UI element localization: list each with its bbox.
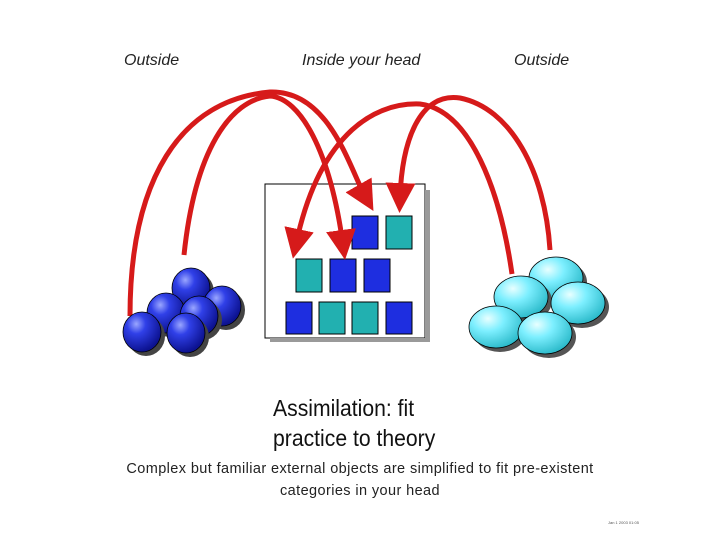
category-square: [351, 301, 379, 335]
caption-line-2: categories in your head: [280, 483, 440, 499]
outside-right-label: Outside: [514, 52, 570, 69]
caption: Complex but familiar external objects ar…: [120, 458, 600, 502]
arrow-right-inner: [385, 95, 553, 251]
category-square: [351, 215, 379, 250]
category-square: [363, 258, 391, 293]
category-square: [318, 301, 346, 335]
outside-left-label: Outside: [124, 52, 180, 69]
arrow-left-outer: [127, 89, 374, 317]
arrow-right-outer: [284, 101, 515, 275]
category-square: [285, 301, 313, 335]
caption-line-1: Complex but familiar external objects ar…: [126, 461, 594, 477]
cyan-sphere-cluster: [468, 256, 609, 358]
title-line-2: practice to theory: [273, 425, 436, 451]
category-square: [329, 258, 357, 293]
category-square: [385, 301, 413, 335]
blue-sphere-cluster: [122, 267, 245, 357]
category-square: [295, 258, 323, 293]
title-line-1: Assimilation: fit: [273, 395, 415, 421]
slide-title: Assimilation: fit practice to theory: [273, 393, 512, 453]
footnote: Jan 1 2003 01:05: [608, 520, 639, 525]
inside-head-label: Inside your head: [302, 52, 421, 69]
category-square: [385, 215, 413, 250]
